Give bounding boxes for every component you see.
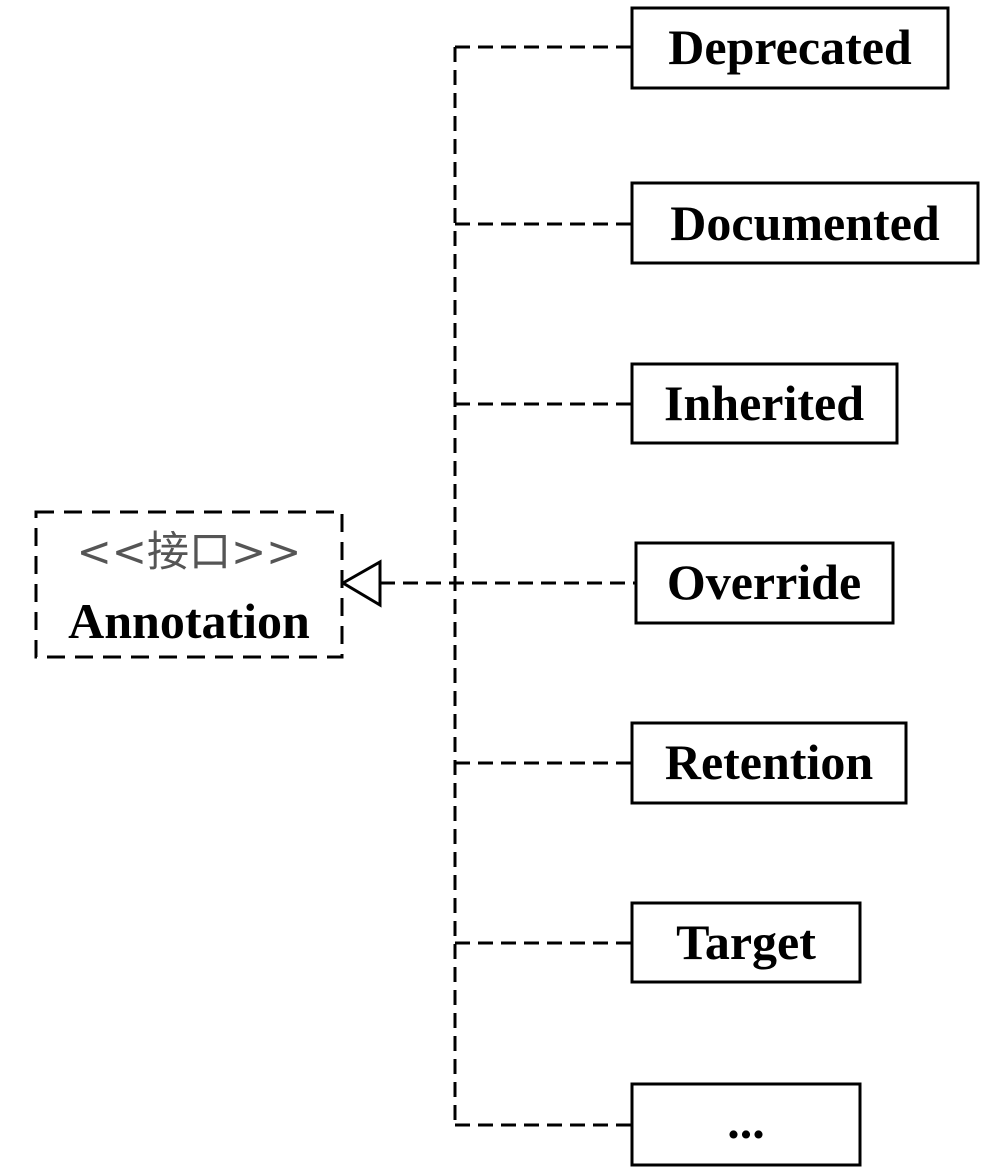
class-documented[interactable]: Documented xyxy=(630,181,980,265)
class-label: Override xyxy=(667,554,861,610)
class-box xyxy=(630,721,908,805)
class-label: Documented xyxy=(670,195,940,251)
class-override[interactable]: Override xyxy=(634,541,895,625)
interface-name: Annotation xyxy=(68,593,310,649)
realization-arrowhead-icon xyxy=(340,559,382,608)
class-label: Retention xyxy=(665,734,873,790)
interface-box xyxy=(34,510,344,659)
class-label: Deprecated xyxy=(668,19,912,75)
class-box xyxy=(630,362,899,445)
class-label: ... xyxy=(727,1093,765,1149)
class-box xyxy=(630,901,862,984)
class-deprecated[interactable]: Deprecated xyxy=(630,6,950,90)
class-box xyxy=(630,6,950,90)
interface-annotation[interactable]: <<接口>> Annotation xyxy=(34,510,344,659)
class-box xyxy=(630,181,980,265)
class-box xyxy=(634,541,895,625)
class-retention[interactable]: Retention xyxy=(630,721,908,805)
interface-stereotype: <<接口>> xyxy=(77,527,302,576)
class-label: Target xyxy=(676,914,816,970)
class-label: Inherited xyxy=(664,375,864,431)
class-target[interactable]: Target xyxy=(630,901,862,984)
class-box xyxy=(630,1082,862,1167)
class-inherited[interactable]: Inherited xyxy=(630,362,899,445)
class-ellipsis[interactable]: ... xyxy=(630,1082,862,1167)
